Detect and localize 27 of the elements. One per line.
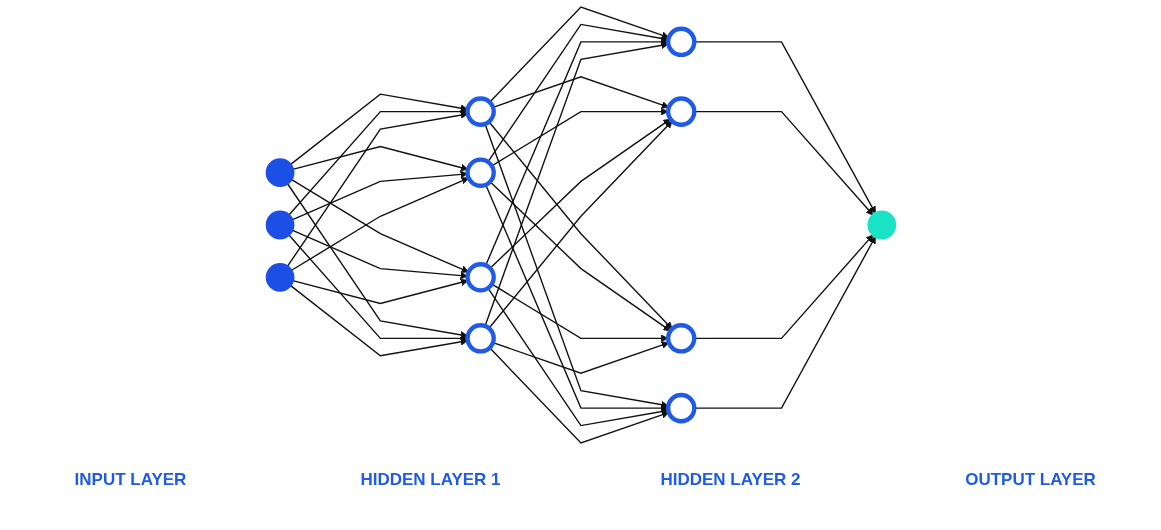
node-circle (464, 157, 496, 188)
arrow (484, 38, 669, 266)
arrow (488, 181, 671, 332)
layer-label: OUTPUT LAYER (964, 470, 1097, 490)
arrow (488, 118, 671, 269)
layer-label: HIDDEN LAYER 2 (659, 470, 802, 490)
layer-label: INPUT LAYER (73, 470, 188, 490)
arrow (286, 182, 468, 339)
node-circle (866, 210, 896, 240)
node-circle (464, 323, 496, 354)
node-circle (464, 262, 496, 293)
arrow (486, 23, 669, 163)
node-circle (665, 392, 697, 424)
node-circle (265, 158, 294, 188)
node-circle (665, 323, 697, 354)
arrow (286, 111, 468, 268)
node-circle (665, 96, 697, 127)
arrow (488, 347, 669, 444)
node-circle (464, 96, 496, 127)
layer-label: HIDDEN LAYER 1 (359, 470, 502, 490)
arrow (484, 184, 669, 412)
arrow (488, 6, 669, 103)
node-circle (265, 262, 294, 292)
node-circle (665, 26, 697, 58)
node-circle (265, 210, 294, 240)
arrow (486, 287, 669, 427)
arrow (287, 107, 468, 216)
